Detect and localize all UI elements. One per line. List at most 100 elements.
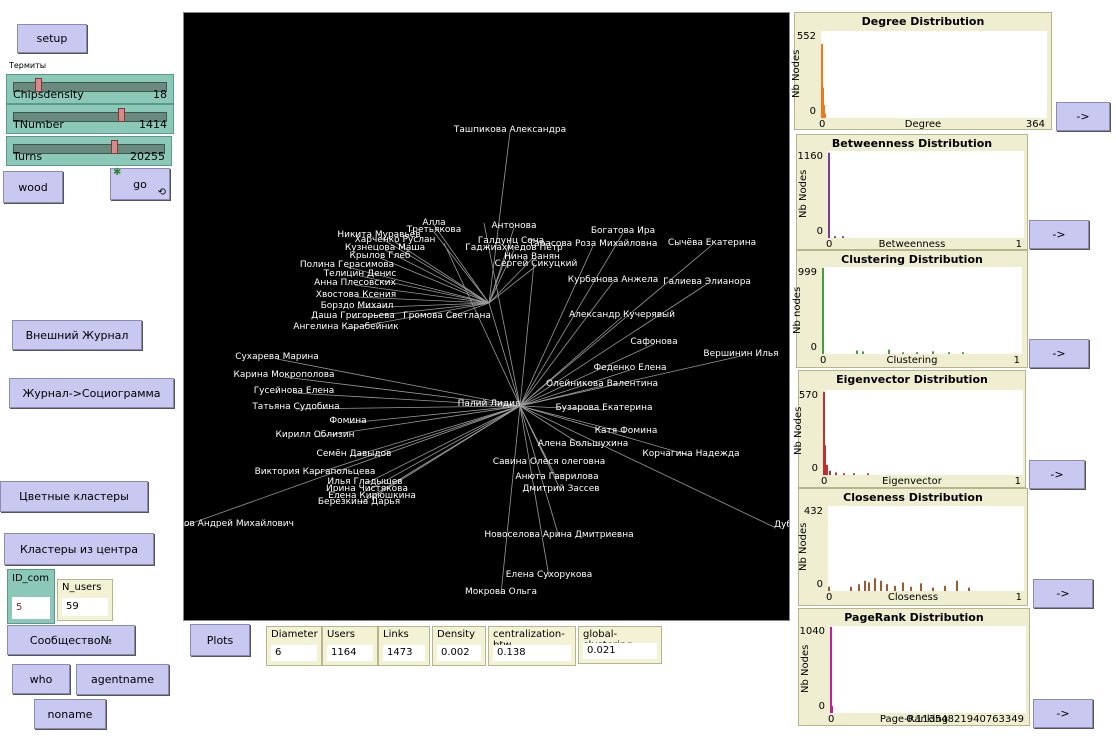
histogram-bar (826, 464, 828, 475)
histogram-bar (843, 473, 845, 475)
node-label[interactable]: Кузнецова Маша (345, 243, 425, 253)
node-label[interactable]: Ангелина Карабейник (293, 322, 399, 332)
node-label[interactable]: Полина Герасимова (300, 260, 394, 270)
node-label[interactable]: Сычёва Екатерина (668, 238, 756, 248)
node-label[interactable]: Катя Фомина (595, 426, 658, 436)
clusters-center-button[interactable]: Кластеры из центра (4, 533, 154, 565)
node-label[interactable]: Елена Сухорукова (506, 570, 592, 580)
node-label[interactable]: Карина Мокрополова (233, 370, 334, 380)
node-label[interactable]: Вершинин Илья (703, 349, 778, 359)
node-label[interactable]: Антонова (492, 221, 537, 231)
external-journal-button[interactable]: Внешний Журнал (12, 320, 142, 350)
node-label[interactable]: Ирина Чистякова (326, 484, 408, 494)
histogram-bar (831, 706, 833, 713)
histogram-bar (850, 586, 852, 591)
node-label[interactable]: Алла (422, 218, 445, 228)
node-label[interactable]: Харченко Руслан (355, 235, 436, 245)
go-button[interactable]: go ⟲ ✱ (110, 167, 170, 200)
node-label[interactable]: Гусейнова Елена (254, 386, 335, 396)
slider-knob[interactable] (35, 78, 42, 92)
node-label[interactable]: Александр Кучерявый (569, 310, 675, 320)
slider-chipsdensity[interactable]: Chipsdensity 18 (6, 74, 174, 104)
plot-eigenvector-distribution: Eigenvector Distribution 570 0 Nb Nodes … (793, 370, 1026, 488)
arrow-button-pagerank[interactable]: -> (1033, 699, 1093, 728)
journal-sociogram-button[interactable]: Журнал->Социограмма (9, 378, 174, 408)
node-label[interactable]: Громова Светлана (403, 311, 491, 321)
node-label[interactable]: Борздо Михаил (321, 301, 394, 311)
slider-knob[interactable] (111, 140, 118, 154)
node-label[interactable]: Алена Большухина (538, 439, 629, 449)
arrow-button-clustering[interactable]: -> (1029, 339, 1089, 368)
wood-button[interactable]: wood (3, 171, 63, 203)
node-label[interactable]: Сухарева Марина (235, 352, 319, 362)
slider-knob[interactable] (118, 108, 125, 122)
node-label[interactable]: Татьяна Судобина (251, 402, 339, 412)
node-label[interactable]: Анна Плесовских (314, 278, 396, 288)
histogram-bar (968, 587, 970, 591)
network-link (347, 405, 521, 424)
plot-ymin: 0 (818, 701, 825, 712)
node-label[interactable]: Галдунц Сона (478, 236, 544, 246)
node-label[interactable]: Савина Олеся олеговна (493, 457, 606, 467)
node-label[interactable]: Ташпикова Александра (453, 125, 566, 135)
plot-xmin: 0 (828, 714, 835, 725)
node-label[interactable]: Берёзкина Дарья (318, 497, 400, 507)
node-label[interactable]: Бузарова Екатерина (555, 403, 652, 413)
histogram-bar (932, 587, 934, 591)
histogram-bar (858, 584, 860, 591)
node-label[interactable]: Сафонова (630, 337, 677, 347)
arrow-button-eigenvector[interactable]: -> (1029, 460, 1085, 489)
agentname-button[interactable]: agentname (76, 664, 169, 695)
node-label[interactable]: Елена Кирюшкина (328, 491, 416, 501)
plots-button[interactable]: Plots (190, 624, 250, 656)
plot-area (821, 31, 1047, 118)
arrow-button-betweenness[interactable]: -> (1029, 220, 1089, 249)
arrow-button-closeness[interactable]: -> (1033, 579, 1093, 608)
node-label[interactable]: Телицин Денис (323, 269, 397, 279)
node-label[interactable]: Семён Давыдов (317, 449, 392, 459)
setup-button[interactable]: setup (17, 24, 87, 53)
node-label[interactable]: Олейникова Валентина (546, 379, 658, 389)
node-label[interactable]: Никита Муравьёв (337, 230, 420, 240)
node-label[interactable]: Илья Гладышев (327, 477, 402, 487)
node-label[interactable]: Гаджиахмедов Пётр (465, 243, 563, 253)
node-label[interactable]: Галиева Элианора (663, 277, 751, 287)
network-link (184, 405, 521, 527)
node-label[interactable]: Дуб (774, 520, 790, 530)
node-label[interactable]: Анюта Гаврилова (515, 472, 598, 482)
node-label[interactable]: Крылов Глеб (350, 251, 411, 261)
plot-ylabel: Nb Nodes (798, 169, 809, 218)
noname-button[interactable]: noname (34, 699, 106, 729)
id-com-input[interactable]: ID_com 5 (7, 569, 55, 624)
arrow-button-degree[interactable]: -> (1056, 102, 1110, 131)
network-link (519, 385, 603, 407)
node-label[interactable]: Виктория Каргапольцева (255, 467, 376, 477)
node-label[interactable]: Даша Григорьева (311, 311, 395, 321)
node-label[interactable]: Кирилл Облизин (276, 430, 355, 440)
node-label[interactable]: Мокрова Ольга (465, 587, 537, 597)
node-label[interactable]: Нина Ванян (504, 252, 560, 262)
slider-turns[interactable]: Turns 20255 (6, 136, 172, 166)
node-label[interactable]: Корчагина Надежда (642, 449, 739, 459)
node-label[interactable]: Сергей Сикуцкий (495, 259, 578, 269)
node-label[interactable]: Хвостова Ксения (316, 290, 396, 300)
color-clusters-button[interactable]: Цветные кластеры (0, 481, 148, 512)
node-label[interactable]: Третьякова (406, 225, 461, 235)
node-label[interactable]: Фомина (329, 416, 366, 426)
node-label[interactable]: Палий Лидия (458, 399, 521, 409)
node-label[interactable]: Новоселова Арина Дмитриевна (484, 530, 633, 540)
plot-xmin: 0 (820, 355, 827, 366)
histogram-bar (880, 580, 882, 591)
community-button[interactable]: Сообщество№ (7, 625, 135, 655)
network-link (433, 231, 490, 304)
node-label[interactable]: Тарасова Роза Михайловна (528, 239, 658, 249)
id-com-value[interactable]: 5 (12, 597, 50, 619)
node-label[interactable]: Феденко Елена (593, 363, 666, 373)
node-label[interactable]: Дмитрий Зассев (522, 484, 599, 494)
who-button[interactable]: who (12, 664, 70, 694)
slider-tnumber[interactable]: TNumber 1414 (6, 104, 174, 134)
node-label[interactable]: Богатова Ира (591, 226, 655, 236)
node-label[interactable]: ов Андрей Михайлович (184, 519, 294, 529)
node-label[interactable]: Курбанова Анжела (568, 275, 659, 285)
